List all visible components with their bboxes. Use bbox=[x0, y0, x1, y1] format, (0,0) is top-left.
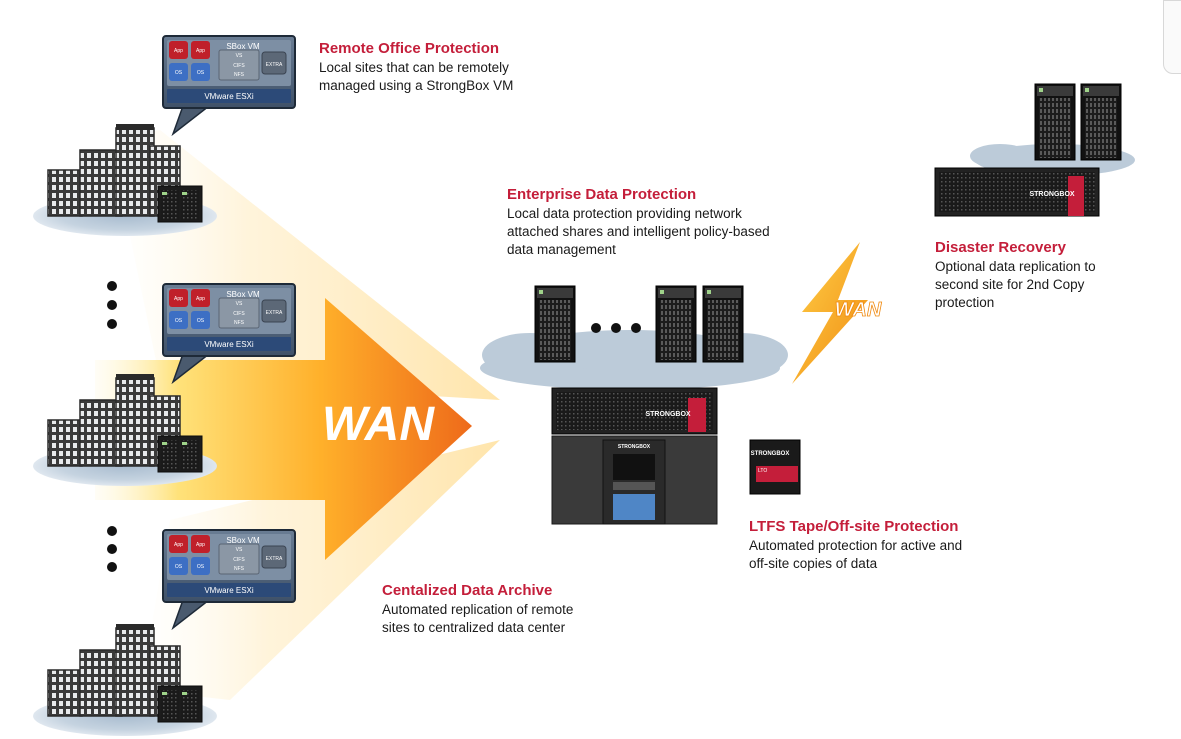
svg-text:OS: OS bbox=[197, 564, 205, 570]
tape-library-icon: STRONGBOX STRONGBOX bbox=[551, 387, 718, 525]
ellipsis-icon bbox=[107, 281, 117, 572]
svg-text:VS: VS bbox=[236, 301, 243, 307]
svg-text:CIFS: CIFS bbox=[233, 63, 245, 69]
vm-panel: SBox VM App App OS OS VS CIFS NFS EXTRA … bbox=[162, 35, 296, 135]
svg-text:VMware ESXi: VMware ESXi bbox=[204, 92, 254, 101]
caption-body: Local data protection providing network … bbox=[507, 206, 770, 257]
svg-text:OS: OS bbox=[175, 318, 183, 324]
caption-body: Optional data replication to second site… bbox=[935, 259, 1096, 310]
caption-title: LTFS Tape/Off-site Protection bbox=[749, 518, 959, 535]
svg-text:EXTRA: EXTRA bbox=[266, 310, 283, 316]
vm-panel: SBox VM App App OS OS VS CIFS NFS EXTRA … bbox=[162, 529, 296, 629]
svg-text:STRONGBOX: STRONGBOX bbox=[1029, 191, 1074, 198]
tape-cartridge-icon: STRONGBOX LTO bbox=[749, 439, 801, 495]
svg-text:CIFS: CIFS bbox=[233, 311, 245, 317]
server-rack-icon bbox=[655, 285, 697, 363]
ellipsis-icon bbox=[591, 323, 641, 333]
svg-text:NFS: NFS bbox=[234, 320, 245, 326]
svg-text:App: App bbox=[174, 542, 183, 548]
caption-disaster-recovery: Disaster Recovery Optional data replicat… bbox=[935, 239, 1155, 312]
caption-title: Centalized Data Archive bbox=[382, 582, 553, 599]
light-beam-bottom bbox=[140, 440, 500, 700]
caption-ltfs: LTFS Tape/Off-site Protection Automated … bbox=[749, 518, 1049, 573]
server-rack-icon bbox=[1034, 83, 1076, 161]
caption-title: Remote Office Protection bbox=[319, 40, 500, 57]
wan-bolt-label: WAN bbox=[835, 299, 882, 321]
svg-text:OS: OS bbox=[175, 70, 183, 76]
svg-text:EXTRA: EXTRA bbox=[266, 62, 283, 68]
caption-title: Enterprise Data Protection bbox=[507, 186, 697, 203]
svg-text:App: App bbox=[174, 296, 183, 302]
svg-text:NFS: NFS bbox=[234, 566, 245, 572]
server-rack-icon bbox=[534, 285, 576, 363]
svg-text:App: App bbox=[196, 48, 205, 54]
svg-text:VMware ESXi: VMware ESXi bbox=[204, 340, 254, 349]
wan-arrow-label: WAN bbox=[322, 398, 435, 451]
svg-text:NFS: NFS bbox=[234, 72, 245, 78]
svg-text:SBox VM: SBox VM bbox=[226, 290, 260, 299]
svg-text:LTO: LTO bbox=[758, 468, 767, 474]
svg-text:STRONGBOX: STRONGBOX bbox=[618, 444, 651, 450]
svg-text:STRONGBOX: STRONGBOX bbox=[751, 451, 790, 457]
side-panel-tab[interactable] bbox=[1163, 0, 1181, 74]
tape-library-icon: STRONGBOX bbox=[934, 167, 1100, 217]
server-rack-icon bbox=[702, 285, 744, 363]
svg-text:App: App bbox=[196, 542, 205, 548]
svg-text:SBox VM: SBox VM bbox=[226, 42, 260, 51]
svg-text:VS: VS bbox=[236, 53, 243, 59]
caption-archive: Centalized Data Archive Automated replic… bbox=[382, 582, 682, 637]
vm-panel: SBox VM App App OS OS VS CIFS NFS EXTRA … bbox=[162, 283, 296, 383]
caption-enterprise: Enterprise Data Protection Local data pr… bbox=[507, 186, 807, 259]
svg-text:OS: OS bbox=[197, 318, 205, 324]
caption-remote-office: Remote Office Protection Local sites tha… bbox=[319, 40, 619, 95]
svg-text:VS: VS bbox=[236, 547, 243, 553]
server-rack-icon bbox=[1080, 83, 1122, 161]
svg-text:EXTRA: EXTRA bbox=[266, 556, 283, 562]
svg-text:VMware ESXi: VMware ESXi bbox=[204, 586, 254, 595]
caption-body: Automated replication of remote sites to… bbox=[382, 602, 574, 635]
svg-text:STRONGBOX: STRONGBOX bbox=[645, 411, 690, 418]
svg-text:OS: OS bbox=[175, 564, 183, 570]
svg-text:OS: OS bbox=[197, 70, 205, 76]
caption-body: Automated protection for active and off-… bbox=[749, 538, 963, 571]
caption-body: Local sites that can be remotely managed… bbox=[319, 60, 514, 93]
caption-title: Disaster Recovery bbox=[935, 239, 1066, 256]
svg-text:SBox VM: SBox VM bbox=[226, 536, 260, 545]
svg-text:CIFS: CIFS bbox=[233, 557, 245, 563]
lightning-bolt-icon bbox=[792, 242, 868, 384]
svg-text:App: App bbox=[174, 48, 183, 54]
svg-text:App: App bbox=[196, 296, 205, 302]
